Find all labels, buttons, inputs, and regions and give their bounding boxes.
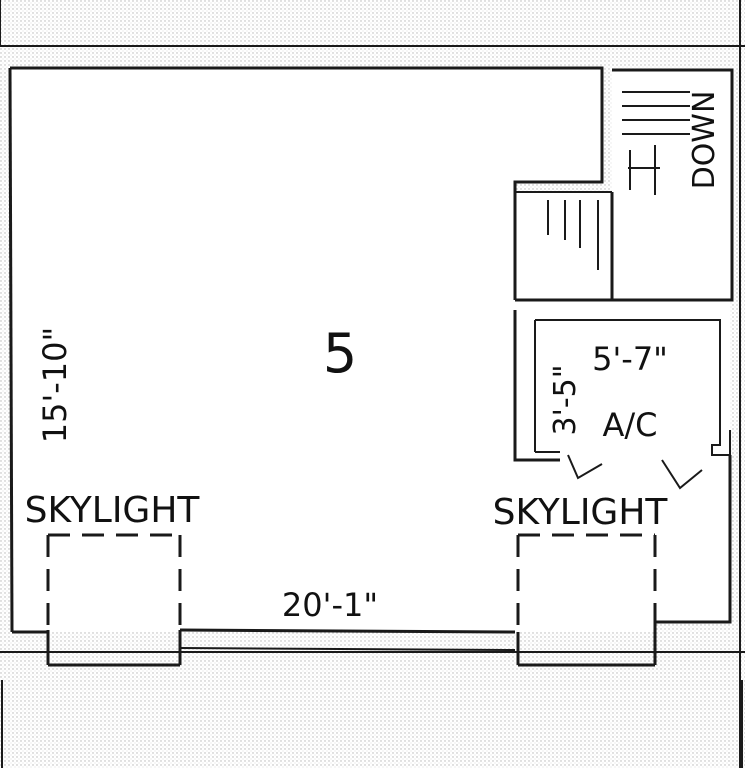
- stair-landing: [515, 192, 730, 300]
- room-interior: [10, 68, 730, 632]
- skylight-right: [516, 533, 657, 667]
- ac-depth-label: 3'-5": [548, 364, 583, 435]
- room-wall-left: [8, 67, 14, 633]
- room-wall-top: [10, 66, 604, 192]
- skylight-left: [46, 533, 182, 667]
- skylight-right-label: SKYLIGHT: [493, 492, 669, 533]
- room-wall-bottom-outer: [179, 647, 516, 651]
- height-dimension-label: 15'-10": [36, 327, 74, 444]
- ac-door-swing-left: [567, 454, 603, 480]
- room-wall-bottom-right: [655, 455, 732, 624]
- room-number: 5: [323, 322, 357, 385]
- stair-treads: [547, 91, 690, 270]
- room-wall-bottom: [179, 628, 516, 634]
- ac-label: A/C: [602, 406, 657, 444]
- ac-width-label: 5'-7": [592, 340, 668, 378]
- skylight-left-label: SKYLIGHT: [25, 490, 201, 531]
- ac-enclosure: [535, 319, 731, 456]
- width-dimension-label: 20'-1": [282, 586, 378, 624]
- ac-door-swing-right: [661, 459, 703, 490]
- stair-down-label: DOWN: [687, 91, 722, 190]
- ac-wall-outer: [513, 310, 560, 462]
